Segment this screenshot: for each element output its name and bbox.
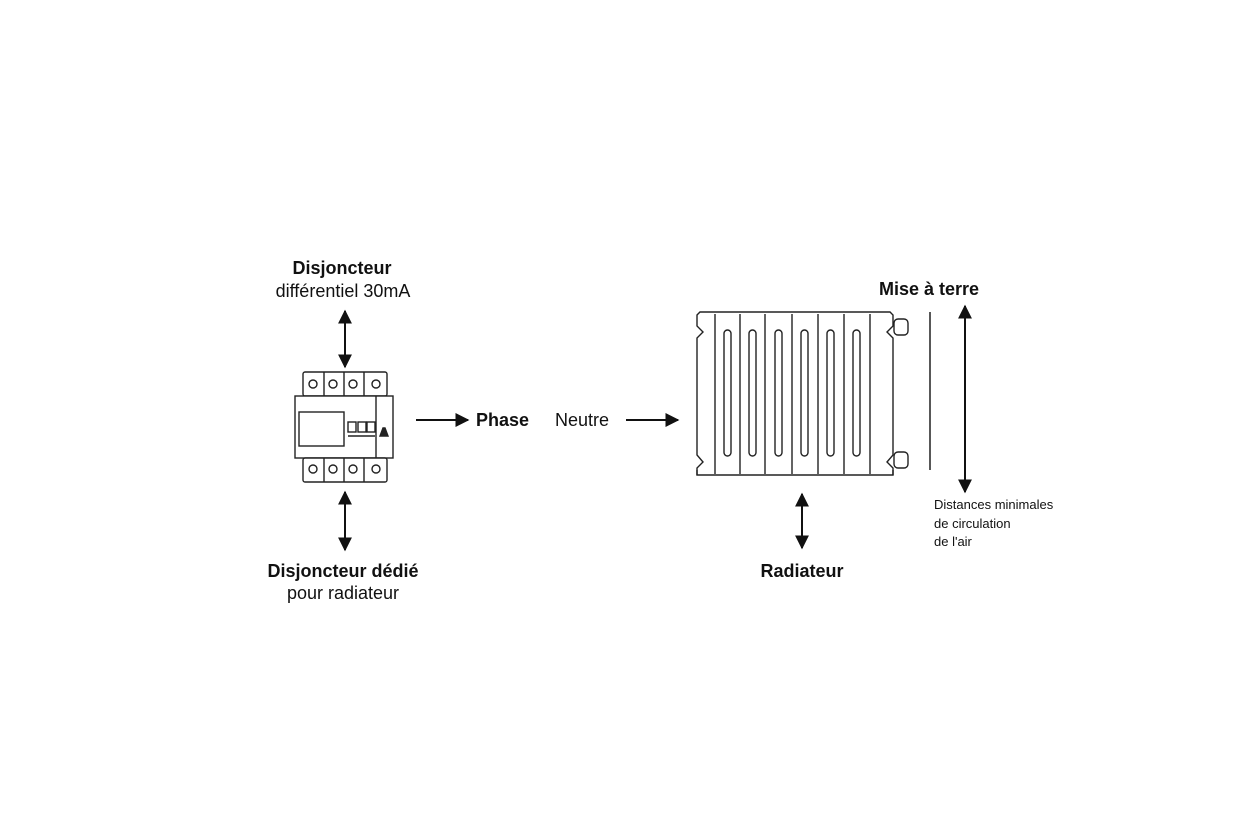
neutral-label: Neutre xyxy=(555,410,610,430)
radiator-icon xyxy=(696,311,909,476)
rcd-breaker-title: Disjoncteur xyxy=(292,258,392,278)
earth-label: Mise à terre xyxy=(878,279,980,299)
dedicated-breaker-title: Disjoncteur dédié xyxy=(267,561,419,581)
airflow-label-line2: de circulation xyxy=(934,516,1011,531)
airflow-label-line3: de l'air xyxy=(934,534,972,549)
airflow-label-line1: Distances minimales xyxy=(934,497,1054,512)
radiator-label: Radiateur xyxy=(760,561,844,581)
dedicated-breaker-subtitle: pour radiateur xyxy=(286,583,400,603)
phase-label: Phase xyxy=(476,410,530,430)
circuit-breaker-icon xyxy=(294,371,394,483)
rcd-breaker-subtitle: différentiel 30mA xyxy=(275,281,411,301)
